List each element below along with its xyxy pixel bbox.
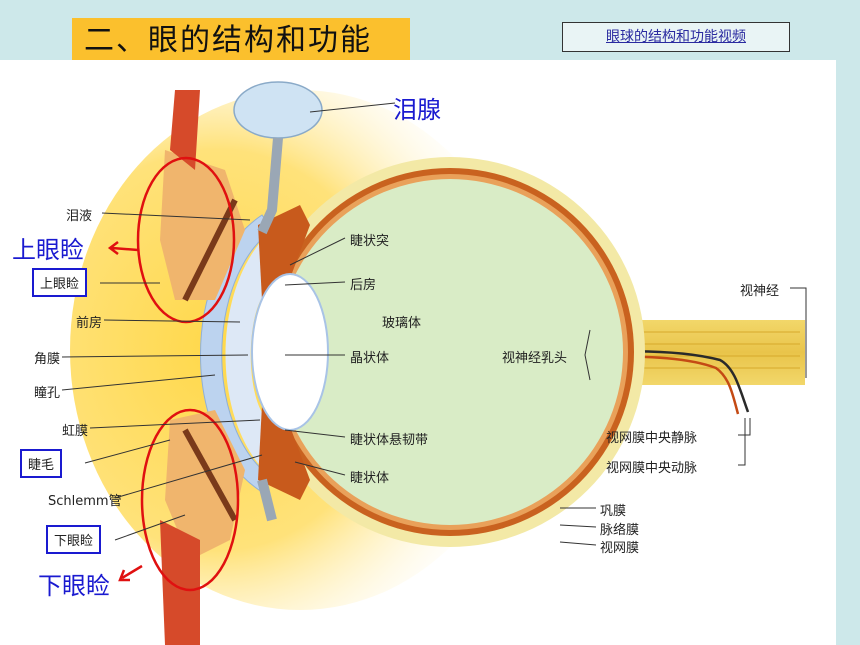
tear-fluid-label: 泪液 <box>66 209 93 224</box>
video-link[interactable]: 眼球的结构和功能视频 <box>562 22 790 52</box>
lacrimal-gland-label: 泪腺 <box>393 96 441 124</box>
lacrimal-duct <box>257 137 283 235</box>
page-title: 二、眼的结构和功能 <box>72 18 410 64</box>
upper-ciliary <box>258 205 310 300</box>
lower-eyelid-lashes <box>182 428 238 522</box>
upper-eyelid-lashes <box>182 198 238 302</box>
ciliary-body-label: 睫状体 <box>350 471 390 486</box>
pupil-label: 瞳孔 <box>34 386 61 401</box>
lower-duct <box>257 478 277 522</box>
lower-ciliary <box>258 405 310 500</box>
lower-eyelid-arrow <box>118 564 143 582</box>
upper-eyelid-highlight <box>136 156 236 324</box>
diagram-canvas <box>0 60 836 645</box>
posterior-chamber-label: 后房 <box>350 278 377 293</box>
lower-eyelid-tissue <box>165 410 245 560</box>
central-vein-label: 视网膜中央静脉 <box>606 431 698 446</box>
optic-disc-label: 视神经乳头 <box>502 351 568 366</box>
leader-lines <box>61 102 807 546</box>
sclera-label: 巩膜 <box>600 504 627 519</box>
skin-band-bottom <box>160 520 200 645</box>
upper-eyelid-arrow <box>107 241 139 255</box>
eyelash-boxed-label: 睫毛 <box>20 449 63 478</box>
vitreous-body <box>277 179 623 525</box>
choroid-label: 脉络膜 <box>600 523 640 538</box>
anterior-chamber-shape <box>225 230 272 478</box>
cornea-label: 角膜 <box>34 352 61 367</box>
blank-panel <box>648 570 822 642</box>
zonule-label: 睫状体悬韧带 <box>350 433 429 448</box>
ciliary-process-label: 睫状突 <box>350 234 390 249</box>
optic-nerve-label: 视神经 <box>740 284 780 299</box>
lower-eyelid-callout: 下眼睑 <box>38 572 110 600</box>
vitreous-body-label: 玻璃体 <box>382 316 422 331</box>
lower-eyelid-boxed-label: 下眼睑 <box>46 525 102 554</box>
lacrimal-gland-shape <box>233 81 323 139</box>
lens-shape <box>251 273 329 431</box>
central-artery-label: 视网膜中央动脉 <box>606 461 698 476</box>
optic-nerve-striations <box>600 331 800 369</box>
anterior-chamber-label: 前房 <box>76 316 103 331</box>
iris-label: 虹膜 <box>62 424 89 439</box>
lens-label: 晶状体 <box>350 351 390 366</box>
skin-band-top <box>170 90 200 170</box>
retina-label: 视网膜 <box>600 541 640 556</box>
upper-eyelid-callout: 上眼睑 <box>12 236 84 264</box>
lower-eyelid-highlight <box>140 408 240 592</box>
schlemm-canal-label: Schlemm管 <box>48 494 122 509</box>
upper-eyelid-boxed-label: 上眼睑 <box>32 268 88 297</box>
eye-diagram <box>61 81 807 645</box>
